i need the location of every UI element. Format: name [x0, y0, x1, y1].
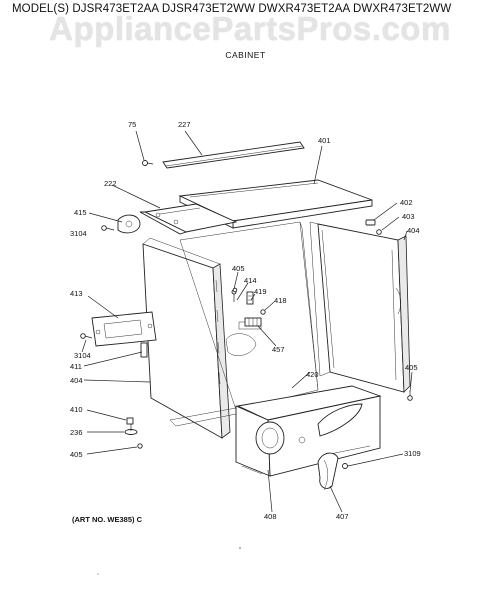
part-hinge-bracket[interactable] — [117, 214, 141, 234]
callout-413: 413 — [70, 289, 83, 298]
part-screw-405-right[interactable] — [407, 391, 413, 401]
callout-402: 402 — [400, 198, 413, 207]
callout-227: 227 — [178, 120, 191, 129]
part-base[interactable] — [169, 385, 382, 477]
callout-222: 222 — [104, 179, 117, 188]
callout-410: 410 — [70, 405, 83, 414]
callout-418: 418 — [274, 296, 287, 305]
part-terminal-block-457[interactable] — [244, 317, 262, 327]
callout-405-right: 405 — [405, 363, 418, 372]
callout-420: 420 — [306, 370, 319, 379]
callout-404-left: 404 — [70, 376, 83, 385]
callout-236: 236 — [70, 428, 83, 437]
part-screw-top[interactable] — [142, 160, 154, 166]
art-number: (ART NO. WE385) C — [72, 515, 143, 524]
part-screw-405-bottom[interactable] — [137, 443, 143, 449]
callout-405-bottom: 405 — [70, 450, 83, 459]
part-rear-strip[interactable] — [162, 141, 305, 169]
callout-labels: 75 227 401 222 415 3104 402 403 404 405 … — [70, 120, 421, 521]
callout-414: 414 — [244, 276, 257, 285]
part-screw-3104-lower[interactable] — [80, 333, 93, 339]
part-clip-402[interactable] — [365, 219, 376, 226]
part-clip-418[interactable] — [260, 309, 266, 315]
part-spacer-411[interactable] — [140, 342, 148, 358]
callout-405-upper: 405 — [232, 264, 245, 273]
part-access-panel[interactable] — [91, 311, 157, 347]
scan-specks — [97, 547, 241, 575]
part-front-rail[interactable] — [139, 203, 238, 235]
callout-3104-top: 3104 — [70, 229, 87, 238]
part-right-side-panel[interactable] — [309, 221, 411, 393]
callout-401: 401 — [318, 136, 331, 145]
part-left-side-panel[interactable] — [142, 237, 231, 439]
callout-75: 75 — [128, 120, 136, 129]
part-bracket-410[interactable] — [126, 417, 134, 425]
part-clip-403[interactable] — [376, 229, 382, 235]
callout-3104-lower: 3104 — [74, 351, 91, 360]
callout-411: 411 — [70, 362, 82, 371]
callout-419: 419 — [254, 287, 267, 296]
part-screw-3109[interactable] — [342, 463, 348, 469]
leader-lines — [81, 130, 413, 513]
part-screw-405-upper[interactable] — [232, 287, 238, 293]
model-list: MODEL(S) DJSR473ET2AA DJSR473ET2WW DWXR4… — [12, 3, 452, 15]
callout-404-right: 404 — [407, 226, 420, 235]
callout-407: 407 — [336, 512, 349, 521]
section-title: CABINET — [225, 50, 266, 60]
part-screw-3104-top[interactable] — [101, 225, 115, 231]
watermark: AppliancePartsPros.com — [49, 10, 451, 47]
callout-403: 403 — [402, 212, 415, 221]
callout-415: 415 — [74, 208, 87, 217]
callout-408: 408 — [264, 512, 277, 521]
part-leveling-leg-236[interactable] — [124, 424, 138, 435]
callout-3109: 3109 — [404, 449, 421, 458]
part-power-cord-bracket[interactable] — [317, 452, 339, 491]
callout-457: 457 — [272, 345, 285, 354]
